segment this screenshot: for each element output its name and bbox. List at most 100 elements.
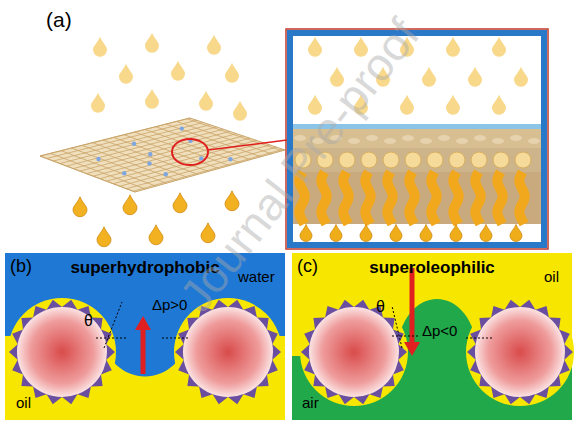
rough-surface <box>467 300 573 404</box>
pressure-arrow <box>410 268 415 344</box>
oil-droplet <box>97 227 111 247</box>
coating-dot <box>147 161 151 165</box>
oil-channel <box>519 172 524 224</box>
reference-line <box>392 306 402 348</box>
oil-phase <box>292 253 572 420</box>
rough-surface <box>9 300 115 404</box>
oil-droplet <box>171 61 185 81</box>
coating-grain <box>456 138 468 144</box>
zoom-circle <box>172 139 208 165</box>
mesh-fibre <box>80 131 230 171</box>
oil-shell <box>174 298 282 406</box>
oil-droplet <box>446 95 460 115</box>
oil-channel <box>453 172 458 224</box>
air-meniscus <box>396 299 478 356</box>
oil-droplet <box>233 101 247 121</box>
pressure-label: Δp<0 <box>422 322 457 339</box>
phase-label: oil <box>16 394 31 411</box>
coating-dot <box>228 157 232 161</box>
mesh-fibre <box>113 143 263 184</box>
oil-shell <box>300 298 408 406</box>
oil-droplet <box>225 63 239 83</box>
coating-grain <box>438 135 450 141</box>
particle <box>471 152 487 168</box>
pressure-arrow <box>141 328 146 374</box>
particle <box>515 152 531 168</box>
oil-channel <box>365 172 370 224</box>
oil-droplet <box>514 67 528 87</box>
oil-droplet <box>510 224 522 241</box>
oil-droplet <box>149 225 163 245</box>
coating-dot <box>148 152 152 156</box>
zoom-line <box>208 140 287 150</box>
oil-droplet <box>450 224 462 241</box>
angle-symbol: θ <box>84 312 93 330</box>
coating-grain <box>492 138 504 144</box>
oil-droplet <box>145 33 159 53</box>
fibre-sphere <box>183 307 273 397</box>
oil-droplet <box>492 37 506 57</box>
pressure-arrowhead <box>135 316 151 330</box>
oil-droplet <box>91 93 105 113</box>
oil-droplet <box>123 195 137 215</box>
oil-droplet <box>73 197 87 217</box>
oil-droplet <box>330 224 342 241</box>
particle <box>493 152 509 168</box>
phase-label: oil <box>544 268 559 285</box>
reference-line <box>466 338 494 339</box>
rough-surface <box>301 300 407 404</box>
coating-grain <box>510 135 522 141</box>
mesh-fibre <box>145 129 240 162</box>
oil-channel <box>409 172 414 224</box>
mesh-fibre <box>51 153 146 189</box>
oil-channel <box>431 172 436 224</box>
oil-shell <box>466 298 574 406</box>
oil-droplet <box>420 224 432 241</box>
oil-channel <box>475 172 480 224</box>
oil-droplet <box>145 89 159 109</box>
reference-line <box>96 338 128 339</box>
oil-droplet <box>400 95 414 115</box>
fibre-sphere <box>17 307 107 397</box>
coating-dot <box>180 126 184 130</box>
particle <box>383 152 399 168</box>
panel-title: superoleophilic <box>369 258 495 278</box>
pore-layer <box>293 172 541 224</box>
coating-grain <box>384 138 396 144</box>
particle <box>361 152 377 168</box>
oil-droplet <box>199 91 213 111</box>
phase-label: air <box>302 394 319 411</box>
panel-letter: (a) <box>46 8 72 32</box>
rough-surface <box>175 300 281 404</box>
oil-shell <box>8 298 116 406</box>
panel-c <box>292 253 574 420</box>
panel-letter: (b) <box>10 256 32 277</box>
mesh-fibre <box>177 121 272 153</box>
oil-droplet <box>468 67 482 87</box>
particle <box>405 152 421 168</box>
fibre-sphere <box>475 307 565 397</box>
coating-grain <box>402 135 414 141</box>
oil-channel <box>387 172 392 224</box>
mesh-sheet <box>40 118 285 192</box>
oil-channel <box>321 172 326 224</box>
coating-grain <box>528 138 540 144</box>
reference-line <box>392 336 420 337</box>
oil-droplet <box>308 37 322 57</box>
coating-dot <box>164 172 168 176</box>
coating-dot <box>122 171 126 175</box>
coating-dot <box>132 142 136 146</box>
oil-channel <box>343 172 348 224</box>
oil-droplet <box>492 95 506 115</box>
oil-droplet <box>422 67 436 87</box>
oil-droplet <box>119 64 133 84</box>
mesh-fibre <box>40 156 135 192</box>
oil-droplet <box>207 35 221 55</box>
reference-line <box>162 338 190 339</box>
panel-letter: (c) <box>297 256 318 277</box>
angle-symbol: θ <box>376 298 385 316</box>
oil-droplet <box>93 37 107 57</box>
oil-droplet <box>173 193 187 213</box>
